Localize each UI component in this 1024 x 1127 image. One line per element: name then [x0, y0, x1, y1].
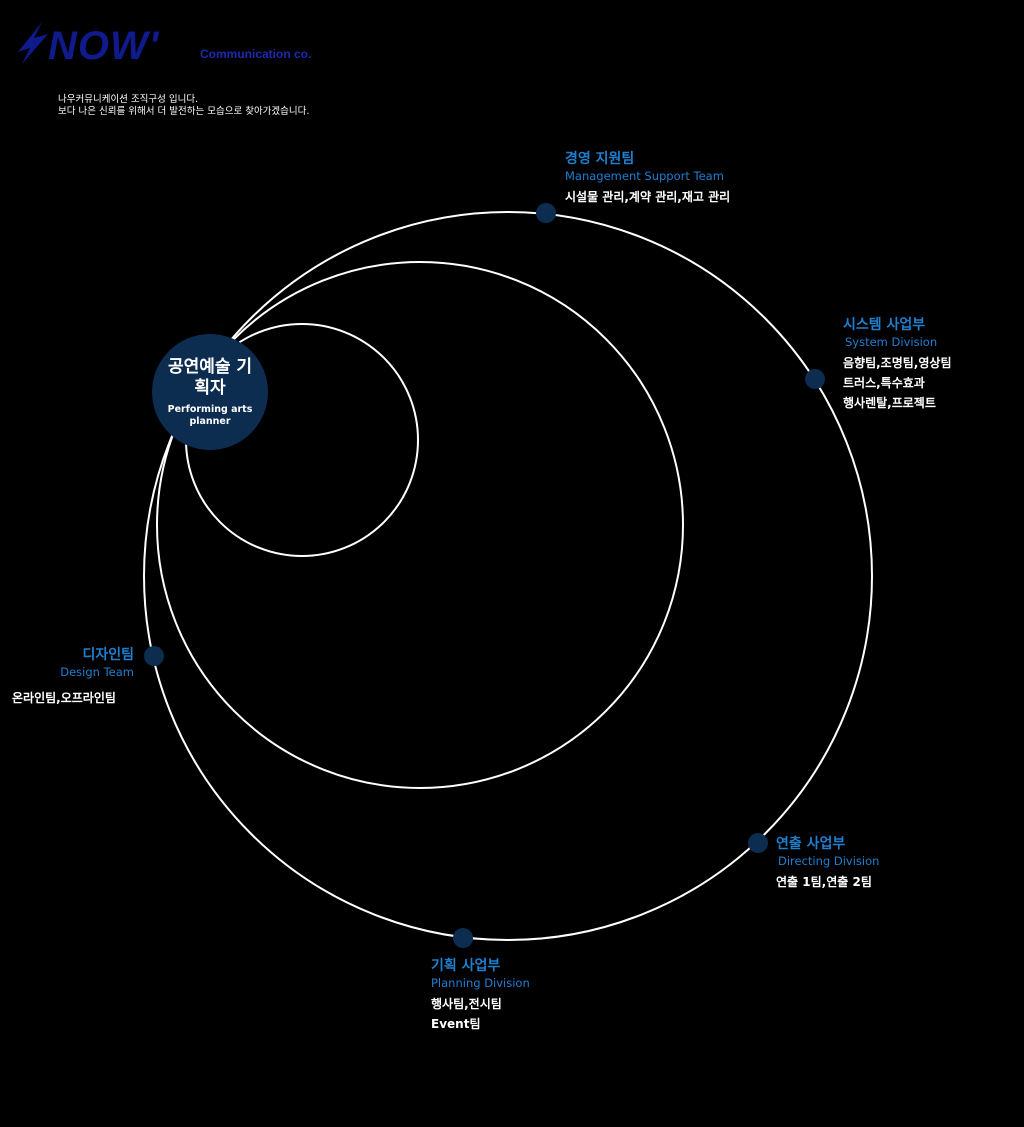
management-subtitle: Management Support Team: [565, 169, 724, 183]
design-desc: 온라인팀,오프라인팀: [12, 691, 116, 705]
planning-desc-line: Event팀: [431, 1017, 481, 1031]
intro-line-2: 보다 나은 신뢰를 위해서 더 발전하는 모습으로 찾아가겠습니다.: [58, 106, 310, 117]
node-design[interactable]: [144, 646, 164, 666]
planning-desc: 행사팀,전시팀 Event팀: [431, 994, 530, 1034]
label-directing: 연출 사업부 Directing Division 연출 1팀,연출 2팀: [776, 835, 879, 892]
node-management[interactable]: [536, 203, 556, 223]
directing-title: 연출 사업부: [776, 836, 846, 852]
directing-desc: 연출 1팀,연출 2팀: [776, 875, 872, 889]
node-system[interactable]: [805, 369, 825, 389]
management-desc: 시설물 관리,계약 관리,재고 관리: [565, 190, 731, 204]
design-title: 디자인팀: [82, 647, 134, 663]
management-title: 경영 지원팀: [565, 151, 635, 167]
system-subtitle: System Division: [845, 335, 938, 349]
center-title-ko: 공연예술 기획자: [167, 356, 253, 398]
label-system: 시스템 사업부 System Division 음향팀,조명팀,영상팀 트러스,…: [843, 316, 951, 413]
label-management: 경영 지원팀 Management Support Team 시설물 관리,계약…: [565, 150, 730, 207]
planning-desc-line: 행사팀,전시팀: [431, 997, 502, 1011]
planning-title: 기획 사업부: [431, 958, 501, 974]
company-logo[interactable]: NOW' Communication co.: [12, 18, 352, 68]
system-title: 시스템 사업부: [843, 317, 926, 333]
node-directing[interactable]: [748, 833, 768, 853]
label-design: 디자인팀 Design Team: [0, 646, 134, 680]
center-title-en: Performing arts planner: [167, 403, 253, 427]
logo-subtitle: Communication co.: [200, 47, 312, 61]
node-planning[interactable]: [453, 928, 473, 948]
system-desc-line: 음향팀,조명팀,영상팀: [843, 356, 952, 370]
outer-ring: [143, 211, 873, 941]
middle-ring: [156, 261, 684, 789]
design-subtitle: Design Team: [60, 665, 134, 679]
label-planning: 기획 사업부 Planning Division 행사팀,전시팀 Event팀: [431, 957, 530, 1034]
label-design-desc: 온라인팀,오프라인팀: [12, 685, 116, 708]
planning-subtitle: Planning Division: [431, 976, 530, 990]
lightning-bolt-icon: [18, 22, 48, 64]
system-desc: 음향팀,조명팀,영상팀 트러스,특수효과 행사렌탈,프로젝트: [843, 353, 951, 413]
intro-text: 나우커뮤니케이션 조직구성 입니다. 보다 나은 신뢰를 위해서 더 발전하는 …: [58, 94, 309, 118]
center-node: 공연예술 기획자 Performing arts planner: [152, 334, 268, 450]
system-desc-line: 행사렌탈,프로젝트: [843, 396, 936, 410]
intro-line-1: 나우커뮤니케이션 조직구성 입니다.: [58, 94, 199, 105]
logo-brand: NOW': [48, 24, 160, 68]
directing-subtitle: Directing Division: [778, 854, 880, 868]
system-desc-line: 트러스,특수효과: [843, 376, 925, 390]
